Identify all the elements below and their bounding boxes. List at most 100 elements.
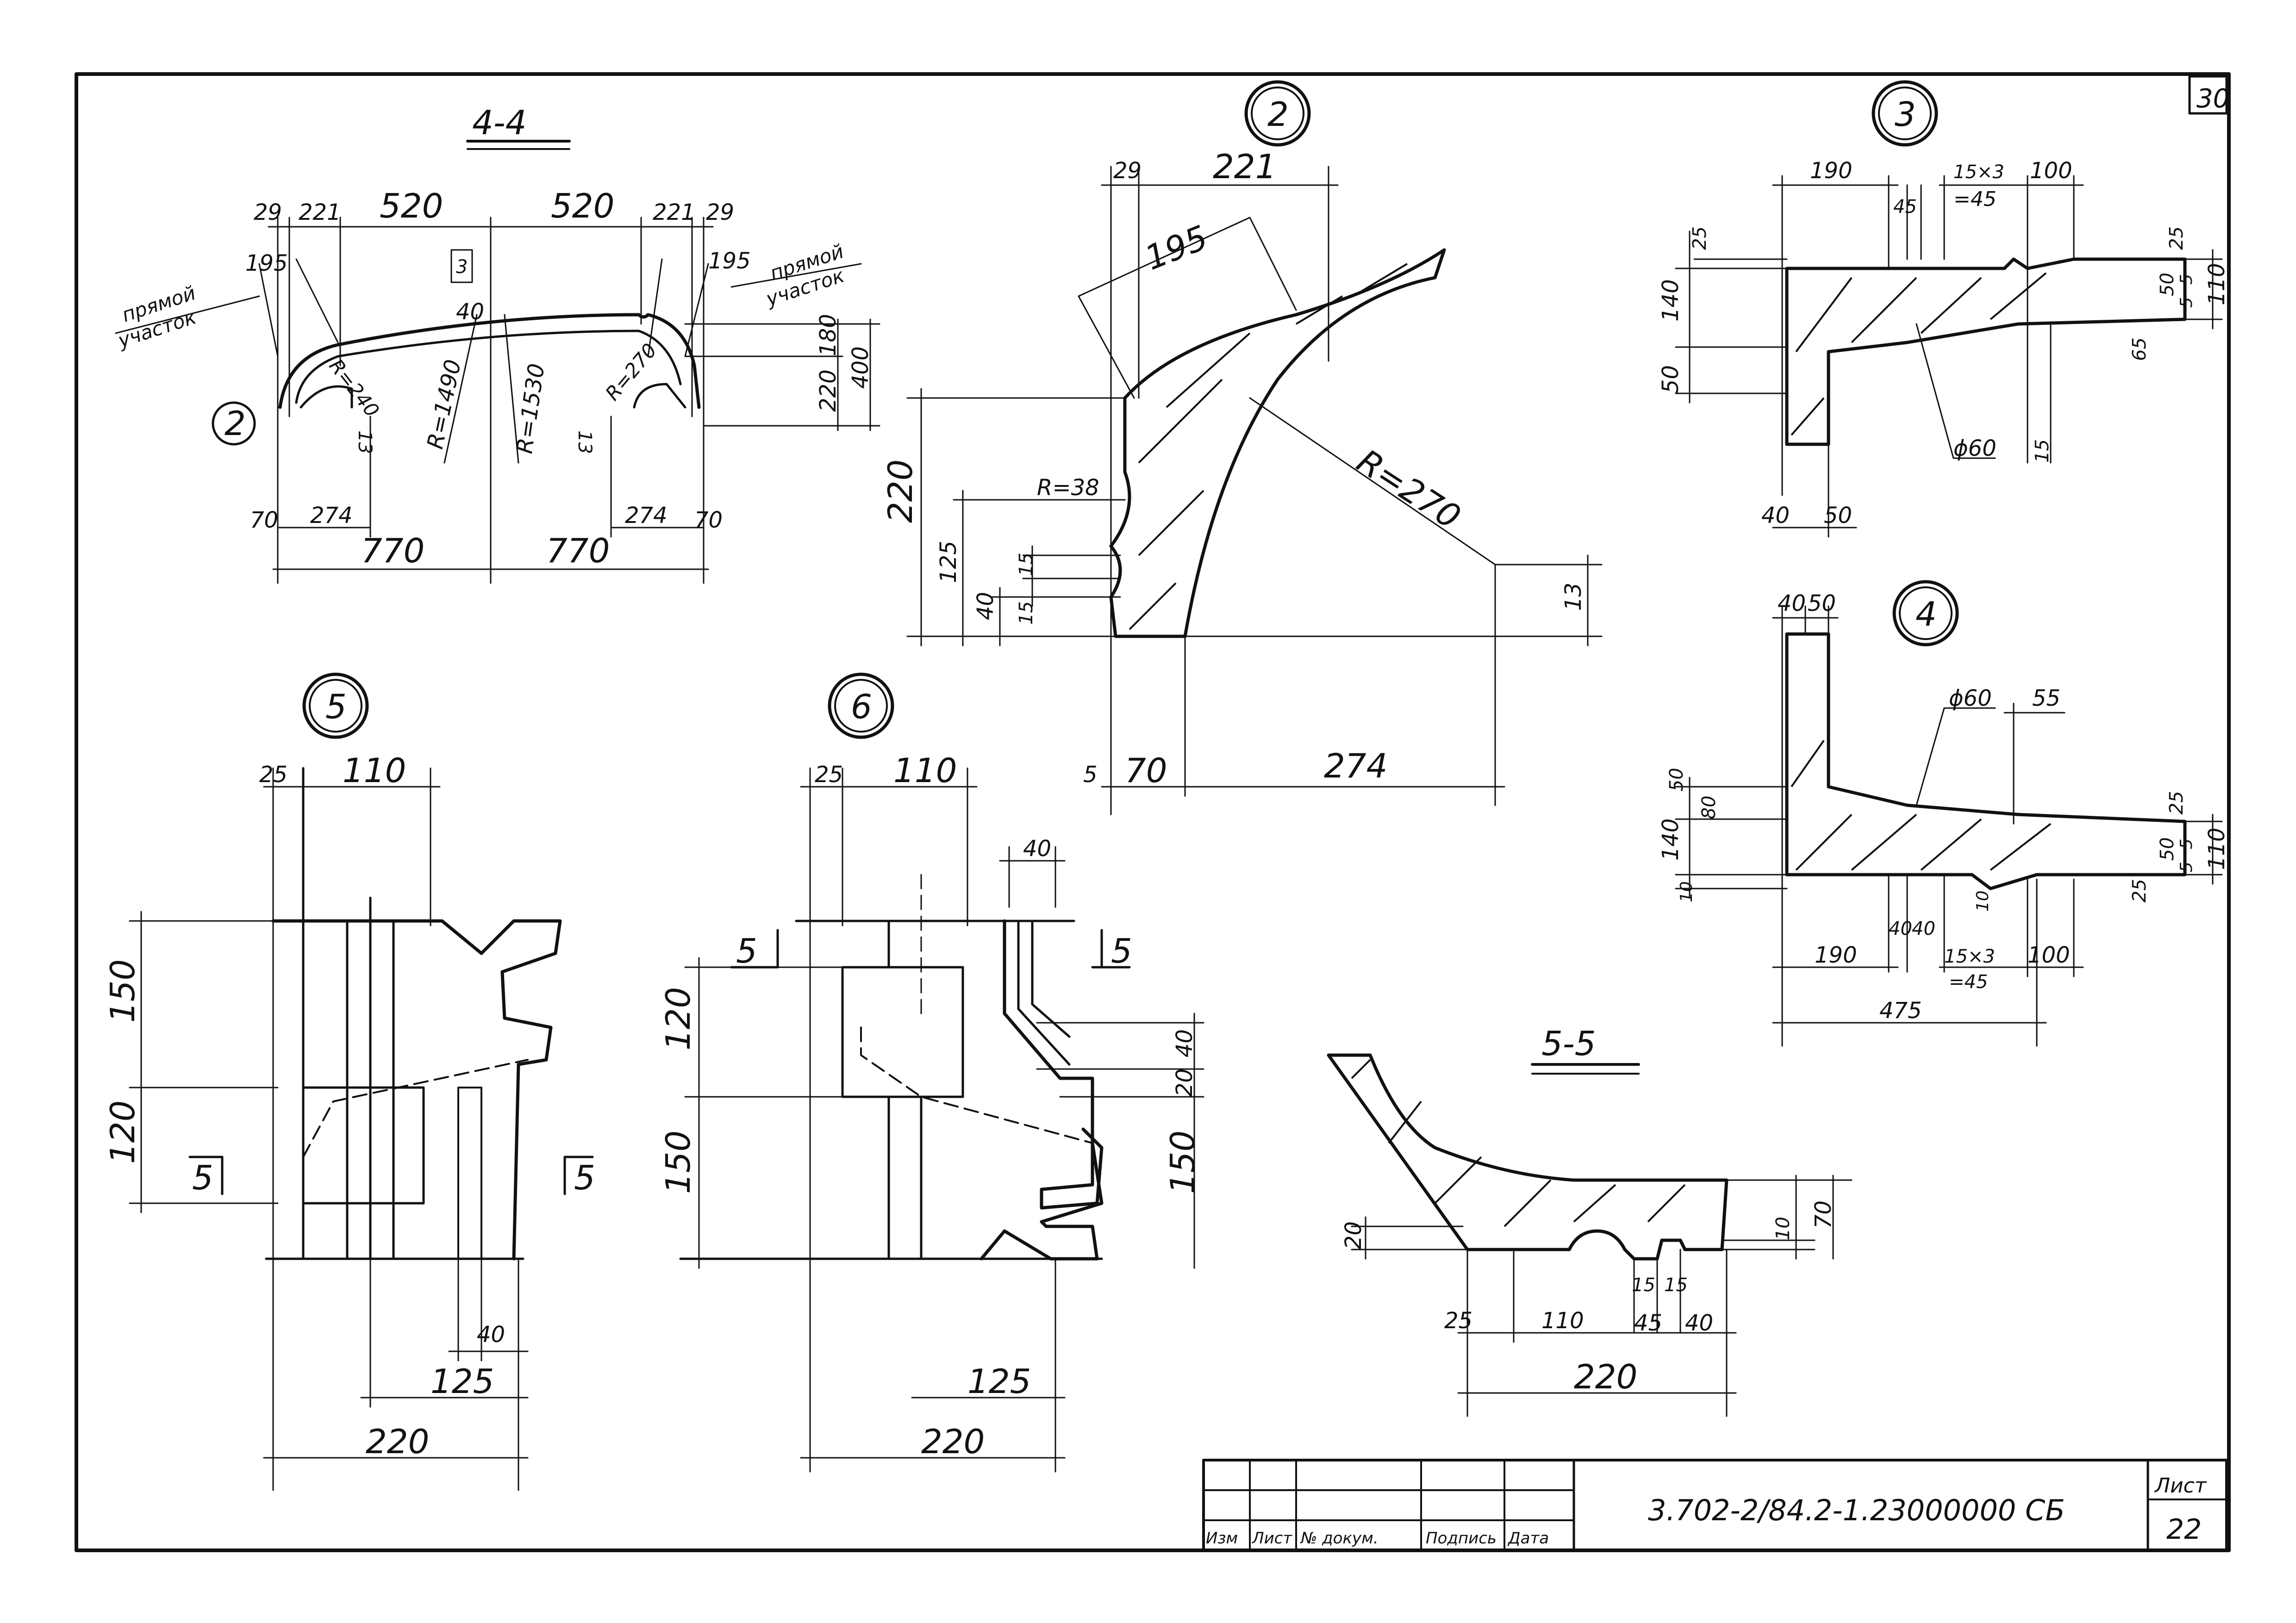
dim-13-right: 13 xyxy=(574,430,595,454)
sheet-frame: 30 xyxy=(75,72,2231,1552)
dim-274-left: 274 xyxy=(310,503,353,529)
dim-80: 80 xyxy=(1698,796,1720,819)
dim-5a: 5 xyxy=(2177,274,2196,285)
dim-770-right: 770 xyxy=(546,531,610,570)
section-44-title: 4-4 xyxy=(472,103,527,142)
dim-40: 40 xyxy=(1023,836,1051,862)
dim-180: 180 xyxy=(815,314,841,356)
r-1490: R=1490 xyxy=(422,357,466,451)
dim-25: 25 xyxy=(259,762,287,788)
callout-3: 3 xyxy=(1895,95,1916,134)
dim-13-left: 13 xyxy=(354,430,375,454)
r-270: R=270 xyxy=(1350,442,1468,536)
dim-110: 110 xyxy=(1541,1308,1584,1334)
section-55-title: 5-5 xyxy=(1541,1024,1596,1063)
dim-274-right: 274 xyxy=(625,503,668,529)
dim-120: 120 xyxy=(659,987,698,1051)
dim-50: 50 xyxy=(1808,591,1836,616)
dim-15x3: 15×3 xyxy=(1953,162,2004,183)
r-1530: R=1530 xyxy=(512,362,550,455)
dim-221: 221 xyxy=(1213,147,1276,186)
dim-25b: 25 xyxy=(2166,226,2187,250)
dim-45b: =45 xyxy=(1953,187,1997,211)
dim-110: 110 xyxy=(2204,263,2230,305)
dim-220: 220 xyxy=(1574,1357,1637,1396)
dim-274: 274 xyxy=(1324,746,1387,785)
dim-150r: 150 xyxy=(1163,1131,1202,1194)
callout-6: 6 xyxy=(851,687,872,726)
dim-5: 5 xyxy=(1083,762,1098,788)
dim-20: 20 xyxy=(1341,1221,1366,1250)
dim-100: 100 xyxy=(2028,942,2070,968)
dim-190: 190 xyxy=(1810,158,1853,184)
dim-220: 220 xyxy=(815,369,841,412)
dim-70: 70 xyxy=(1125,751,1167,790)
dim-25a: 25 xyxy=(1689,226,1710,250)
dim-221-left: 221 xyxy=(299,199,341,225)
dim-125: 125 xyxy=(936,541,961,583)
dim-29: 29 xyxy=(1113,158,1142,184)
dim-15a: 15 xyxy=(1632,1275,1655,1296)
callout-5: 5 xyxy=(325,687,347,726)
dim-20: 20 xyxy=(1172,1069,1198,1097)
stamp-col-sign: Подпись xyxy=(1426,1529,1497,1548)
cut-5-right: 5 xyxy=(574,1158,595,1197)
dim-40: 40 xyxy=(1761,503,1790,529)
dim-110: 110 xyxy=(343,751,406,790)
callout-2: 2 xyxy=(1267,95,1289,134)
title-block: Изм Лист № докум. Подпись Дата 3.702-2/8… xyxy=(1202,1459,2228,1552)
cut-5-left-6: 5 xyxy=(736,932,757,970)
page-corner-number: 30 xyxy=(2196,84,2229,114)
dim-150: 150 xyxy=(659,1131,698,1194)
dim-50r: 50 xyxy=(2157,837,2178,861)
section-4-4: 4-4 29 221 520 520 221 29 прямой участок… xyxy=(114,103,880,584)
detail-3: 3 190 45 15×3 =45 100 25 140 50 25 50 5 xyxy=(1658,80,2230,538)
dim-400: 400 xyxy=(848,346,873,389)
dim-110: 110 xyxy=(2204,827,2230,870)
dim-5a: 5 xyxy=(2177,839,2196,849)
dim-100: 100 xyxy=(2030,158,2072,184)
dim-40: 40 xyxy=(1778,591,1806,616)
dim-770-left: 770 xyxy=(361,531,424,570)
stamp-col-list: Лист xyxy=(1251,1529,1292,1548)
dim-29-right: 29 xyxy=(706,199,734,225)
dim-5b: 5 xyxy=(2177,862,2196,872)
dim-10: 10 xyxy=(1772,1217,1794,1240)
dim-15a: 15 xyxy=(1016,553,1037,576)
dim-15x3: 15×3 xyxy=(1944,946,1995,967)
dim-140: 140 xyxy=(1658,279,1684,322)
dim-40r: 40 xyxy=(1172,1029,1198,1057)
dim-10: 10 xyxy=(1677,881,1696,902)
sheet-label: Лист xyxy=(2154,1474,2207,1498)
dim-70-left: 70 xyxy=(250,507,278,533)
dim-50: 50 xyxy=(1658,365,1684,393)
dim-70-right: 70 xyxy=(694,507,723,533)
r-240: R=240 xyxy=(324,355,384,422)
dim-40: 40 xyxy=(477,1322,505,1348)
dim-221-right: 221 xyxy=(653,199,695,225)
dim-50b: 50 xyxy=(1824,503,1852,529)
phi-60: ϕ60 xyxy=(1953,435,1997,461)
dim-13: 13 xyxy=(1560,583,1586,611)
document-code: 3.702-2/84.2-1.23000000 СБ xyxy=(1648,1493,2065,1527)
dim-25: 25 xyxy=(815,762,843,788)
dim-15b: 15 xyxy=(1664,1275,1688,1296)
callout-2-section44: 2 xyxy=(225,404,246,443)
detail-2: 2 29 221 195 220 125 40 15 15 xyxy=(881,80,1603,815)
sheet-number: 22 xyxy=(2166,1513,2202,1546)
dim-15: 15 xyxy=(2032,439,2053,463)
dim-190: 190 xyxy=(1815,942,1857,968)
detail-6: 6 25 110 40 5 5 120 150 xyxy=(659,672,1204,1473)
dim-29-left: 29 xyxy=(254,199,282,225)
dim-3-boxed: 3 xyxy=(456,256,468,278)
detail-4: 4 40 50 ϕ60 55 50 80 140 10 25 50 5 5 xyxy=(1658,580,2230,1047)
dim-140: 140 xyxy=(1658,818,1684,861)
dim-40: 40 xyxy=(973,592,998,620)
dim-40b: 40 xyxy=(1889,918,1912,939)
dim-110: 110 xyxy=(893,751,957,790)
dim-475: 475 xyxy=(1879,998,1922,1024)
dim-120: 120 xyxy=(103,1101,142,1164)
dim-195-left: 195 xyxy=(245,250,288,276)
dim-220: 220 xyxy=(366,1422,429,1461)
